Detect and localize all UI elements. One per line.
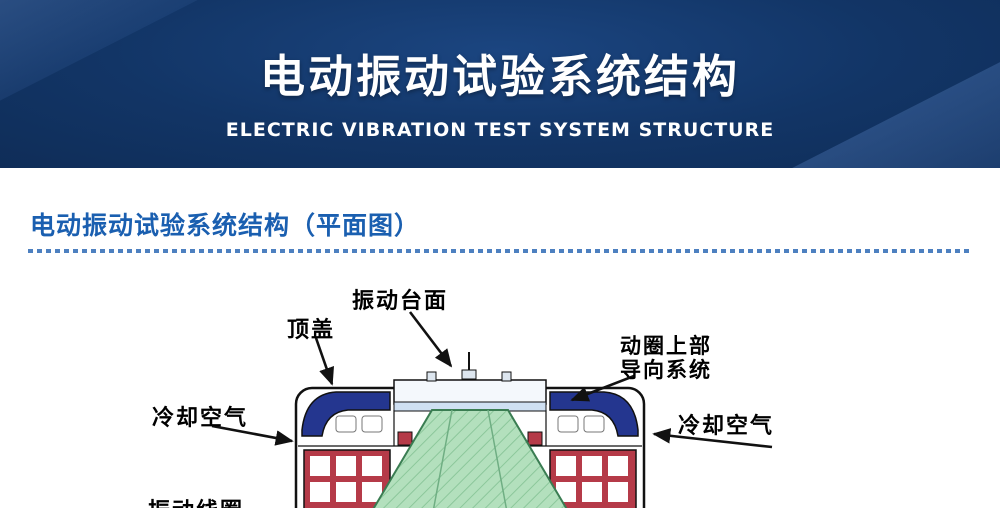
guide-bearings	[335, 415, 605, 446]
label-top-cover: 顶盖	[287, 318, 336, 343]
dotted-divider	[28, 249, 972, 253]
arrow-top-cover	[314, 337, 334, 386]
coil-block-left	[303, 449, 391, 508]
coil-block-right	[549, 449, 637, 508]
top-cap-left	[301, 391, 391, 437]
arrow-table-surface	[408, 311, 453, 368]
label-guide-line2: 导向系统	[620, 358, 712, 382]
label-cooling-air-right: 冷却空气	[678, 414, 775, 439]
banner: 电动振动试验系统结构 ELECTRIC VIBRATION TEST SYSTE…	[0, 0, 1000, 168]
center-cone	[372, 409, 568, 508]
top-cap-right	[549, 391, 639, 437]
section-heading: 电动振动试验系统结构（平面图）	[30, 211, 421, 240]
shaker-body	[294, 386, 646, 508]
label-coil-partial: 振动线圈	[148, 493, 244, 508]
vibration-table	[393, 352, 547, 412]
label-cooling-air-left: 冷却空气	[152, 406, 249, 431]
label-table-surface: 振动台面	[352, 289, 449, 314]
banner-title-en: ELECTRIC VIBRATION TEST SYSTEM STRUCTURE	[225, 119, 775, 141]
label-guide-line1: 动圈上部	[620, 334, 712, 358]
banner-title-cn: 电动振动试验系统结构	[259, 50, 740, 103]
